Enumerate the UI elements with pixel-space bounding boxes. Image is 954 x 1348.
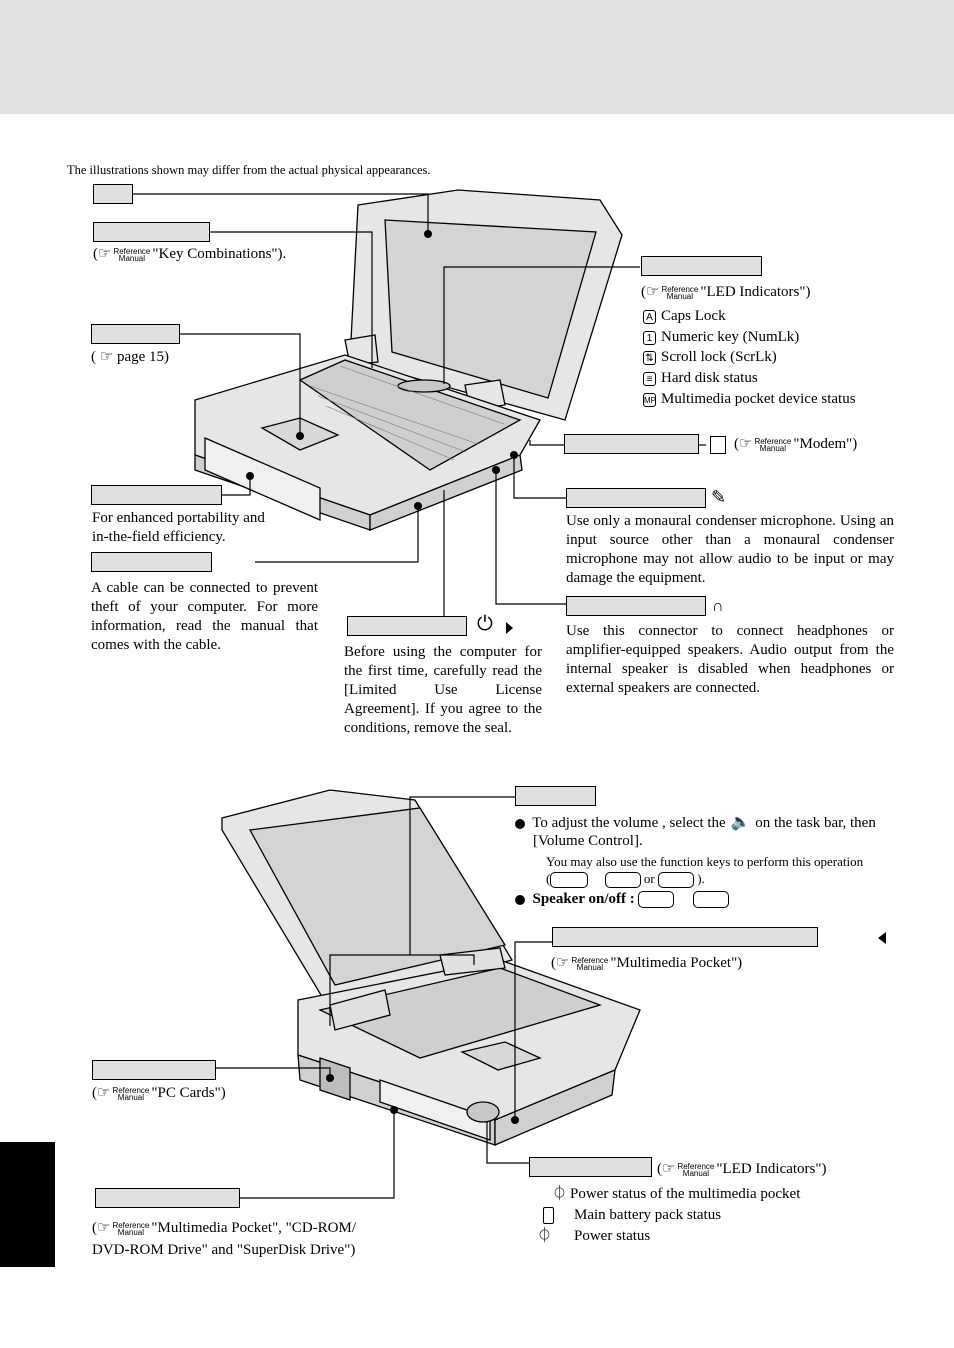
label-box-power	[347, 616, 467, 636]
bullet-icon	[515, 818, 525, 829]
bullet-icon	[515, 894, 525, 905]
multimedia-pocket-icon: MP	[643, 392, 656, 407]
mic-icon: ✎	[711, 487, 727, 507]
leader-dots-top	[246, 230, 518, 510]
led-bottom-item-1: ⏀Power status of the multimedia pocket	[552, 1186, 801, 1202]
power-icon: ⏻	[477, 613, 493, 635]
arrow-left	[878, 932, 886, 944]
disclaimer-note: The illustrations shown may differ from …	[67, 163, 431, 177]
scroll-lock-icon: ⇅	[643, 350, 656, 365]
top-laptop-drawing	[194, 189, 623, 531]
led-bottom-item-2: Main battery pack status	[540, 1206, 721, 1225]
hard-disk-icon: ≡	[643, 371, 656, 386]
label-box-lock	[91, 552, 212, 572]
mic-text: Use only a monaural condenser microphone…	[566, 513, 894, 586]
label-box-touchpad	[91, 324, 180, 344]
caps-lock-icon: A	[643, 309, 656, 324]
led-bottom-item-3: ⏀Power status	[537, 1228, 651, 1244]
label-box-headphone	[566, 596, 706, 616]
pocket-power-icon: ⏀	[552, 1186, 568, 1202]
label-box-mic	[566, 488, 706, 508]
label-box-mm-pocket	[552, 927, 818, 947]
power-status-icon: ⏀	[537, 1228, 553, 1244]
modem-port-icon	[710, 435, 726, 454]
pocket-ref-2: DVD-ROM Drive" and "SuperDisk Drive")	[92, 1242, 356, 1258]
label-box-led	[641, 256, 762, 276]
fn-note: You may also use the function keys to pe…	[546, 854, 864, 869]
headphone-icon: ∩	[712, 598, 724, 615]
numlock-icon: 1	[643, 330, 656, 345]
keyboard-grid	[309, 365, 505, 461]
volume-line: To adjust the volume , select the 🔈 on t…	[515, 813, 876, 833]
speaker-key-2	[693, 891, 730, 909]
headphone-text: Use this connector to connect headphones…	[566, 623, 894, 696]
fn-key-2	[604, 872, 641, 889]
handle-text: For enhanced portability and in-the-fiel…	[92, 510, 265, 545]
fn-key-1	[550, 872, 589, 889]
label-box-handle	[91, 485, 222, 505]
speaker-onoff: Speaker on/off :	[515, 890, 730, 909]
led-item-scrlk: ⇅Scroll lock (ScrLk)	[643, 348, 777, 367]
side-tab	[0, 1142, 55, 1267]
arrow-right	[506, 622, 513, 634]
volume-line-2: [Volume Control].	[533, 833, 643, 849]
battery-icon	[543, 1207, 554, 1225]
speaker-taskbar-icon: 🔈	[730, 814, 751, 831]
speaker-key-1	[638, 891, 675, 909]
fn-key-3	[657, 872, 694, 889]
header-band	[0, 0, 954, 114]
label-box-led-bottom	[529, 1157, 652, 1177]
power-text: Before using the computer for the first …	[344, 644, 542, 736]
label-box-keyboard	[93, 222, 210, 242]
label-box-lcd	[93, 184, 133, 204]
led-item-hdd: ≡Hard disk status	[643, 369, 758, 388]
touchpad-ref: ( ☞ page 15)	[91, 349, 170, 365]
label-box-pocket	[95, 1188, 240, 1208]
label-box-modem	[564, 434, 699, 454]
label-box-pccard	[92, 1060, 216, 1080]
leader-dots-bottom	[326, 1074, 519, 1124]
label-box-speaker	[515, 786, 596, 806]
fn-keys: ( or ).	[546, 871, 705, 889]
lock-text: A cable can be connected to prevent thef…	[91, 580, 318, 653]
